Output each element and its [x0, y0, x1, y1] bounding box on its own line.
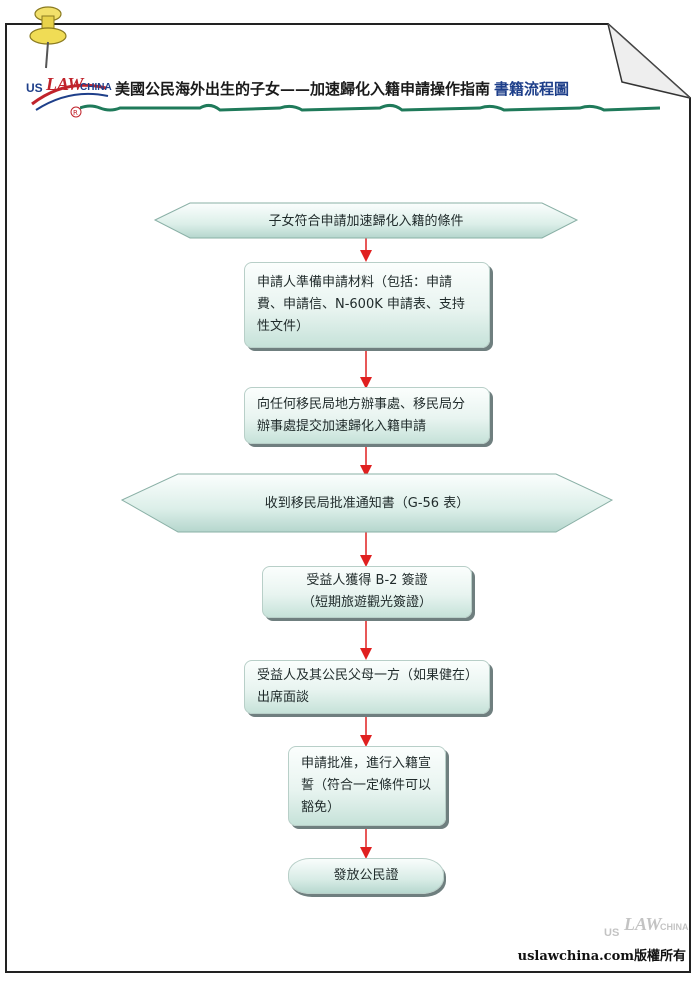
step-prepare-materials: 申請人準備申請材料（包括：申請費、申請信、N-600K 申請表、支持性文件） — [244, 262, 490, 348]
guide-title: 美國公民海外出生的子女——加速歸化入籍申請操作指南 — [115, 80, 491, 98]
step-receive-approval-notice: 收到移民局批准通知書（G-56 表） — [264, 496, 470, 511]
flowchart-label: 書籍流程圖 — [494, 80, 570, 98]
svg-text:LAW: LAW — [623, 914, 663, 934]
page-frame — [5, 23, 691, 973]
svg-text:US: US — [26, 81, 43, 95]
svg-text:CHINA: CHINA — [660, 922, 689, 932]
svg-text:R: R — [73, 109, 78, 117]
svg-text:CHINA: CHINA — [80, 82, 112, 93]
step-obtain-visa-line2: （短期旅遊觀光簽證） — [301, 595, 432, 610]
step-attend-interview-text: 受益人及其公民父母一方（如果健在）出席面談 — [257, 668, 472, 705]
svg-text:LAW: LAW — [45, 74, 85, 94]
step-submit-application: 向任何移民局地方辦事處、移民局分辦事處提交加速歸化入籍申請 — [244, 387, 490, 444]
step-attend-interview: 受益人及其公民父母一方（如果健在）出席面談 — [244, 660, 490, 714]
document-title: 美國公民海外出生的子女——加速歸化入籍申請操作指南書籍流程圖 — [115, 78, 569, 99]
step-issue-certificate-text: 發放公民證 — [333, 868, 399, 883]
step-obtain-visa-line1: 受益人獲得 B-2 簽證 — [306, 573, 428, 588]
step-issue-certificate: 發放公民證 — [288, 858, 444, 894]
push-pin-icon — [29, 6, 67, 69]
step-approval-oath: 申請批准，進行入籍宣誓（符合一定條件可以豁免） — [288, 746, 446, 826]
step-obtain-visa: 受益人獲得 B-2 簽證 （短期旅遊觀光簽證） — [262, 566, 472, 618]
watermark-logo: US LAW CHINA — [604, 914, 689, 939]
decorative-divider — [80, 103, 660, 112]
copyright-notice: uslawchina.com版權所有 — [517, 949, 686, 964]
step-approval-oath-text: 申請批准，進行入籍宣誓（符合一定條件可以豁免） — [301, 756, 432, 815]
step-prepare-materials-text: 申請人準備申請材料（包括：申請費、申請信、N-600K 申請表、支持性文件） — [257, 275, 465, 334]
step-submit-application-text: 向任何移民局地方辦事處、移民局分辦事處提交加速歸化入籍申請 — [257, 396, 466, 434]
uslawchina-logo: US LAW CHINA R — [26, 74, 112, 118]
svg-text:US: US — [604, 927, 619, 939]
step-eligibility: 子女符合申請加速歸化入籍的條件 — [268, 214, 464, 229]
